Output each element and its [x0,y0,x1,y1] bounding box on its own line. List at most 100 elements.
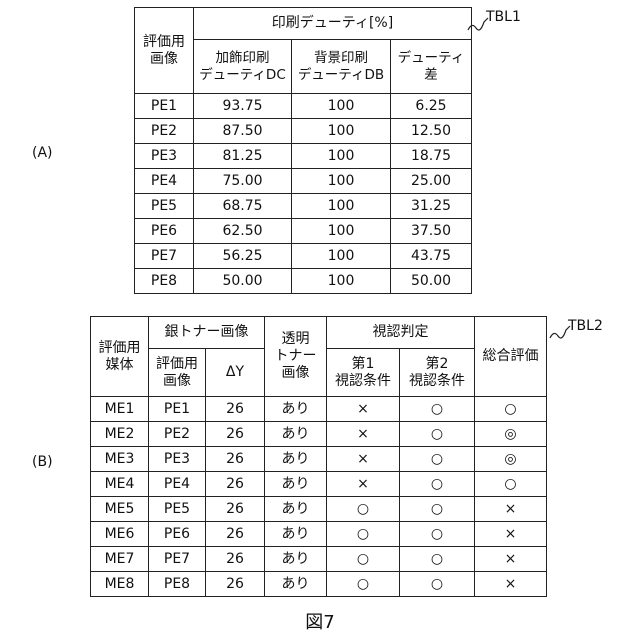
cell-second-condition: ○ [400,472,475,497]
cell-first-condition: ○ [327,572,400,597]
cell-duty-difference: 43.75 [391,244,472,269]
table-row: ME1PE126あり×○○ [91,397,547,422]
header-evaluation-image: 評価用 画像 [135,8,194,94]
table-row: PE475.0010025.00 [135,169,472,194]
cell-evaluation-image: PE2 [149,422,206,447]
table-row: ME4PE426あり×○○ [91,472,547,497]
cell-duty-difference: 37.50 [391,219,472,244]
table-row: ME3PE326あり×○◎ [91,447,547,472]
cell-evaluation-image: PE6 [149,522,206,547]
tbl2-reference-label: TBL2 [568,318,603,334]
cell-evaluation-image: PE3 [149,447,206,472]
cell-overall-evaluation: ◎ [475,422,547,447]
cell-evaluation-medium: ME8 [91,572,149,597]
cell-background-duty: 100 [292,194,391,219]
cell-evaluation-image: PE5 [135,194,194,219]
cell-delta-y: 26 [206,447,265,472]
table-row: PE568.7510031.25 [135,194,472,219]
cell-second-condition: ○ [400,522,475,547]
table-row: PE193.751006.25 [135,94,472,119]
cell-background-duty: 100 [292,244,391,269]
header-second-condition: 第2 視認条件 [400,349,475,397]
header-visual-judgment-group: 視認判定 [327,317,475,349]
cell-clear-toner: あり [265,522,327,547]
evaluation-result-table: 評価用 媒体 銀トナー画像 透明 トナー 画像 視認判定 総合評価 評価用 画像… [90,316,547,597]
cell-evaluation-image: PE6 [135,219,194,244]
header-evaluation-medium: 評価用 媒体 [91,317,149,397]
tbl1-reference-label: TBL1 [486,9,521,25]
cell-first-condition: × [327,397,400,422]
cell-decoration-duty: 68.75 [194,194,292,219]
cell-evaluation-image: PE3 [135,144,194,169]
cell-background-duty: 100 [292,119,391,144]
print-duty-table: 評価用 画像 印刷デューティ[%] 加飾印刷 デューティDC 背景印刷 デューテ… [134,7,472,294]
cell-delta-y: 26 [206,497,265,522]
cell-first-condition: ○ [327,497,400,522]
cell-evaluation-image: PE1 [135,94,194,119]
cell-overall-evaluation: ○ [475,472,547,497]
cell-delta-y: 26 [206,397,265,422]
cell-evaluation-medium: ME3 [91,447,149,472]
cell-clear-toner: あり [265,472,327,497]
cell-decoration-duty: 75.00 [194,169,292,194]
cell-second-condition: ○ [400,547,475,572]
table-row: PE287.5010012.50 [135,119,472,144]
cell-first-condition: × [327,447,400,472]
cell-delta-y: 26 [206,472,265,497]
cell-evaluation-medium: ME5 [91,497,149,522]
cell-overall-evaluation: ○ [475,397,547,422]
cell-overall-evaluation: × [475,572,547,597]
cell-duty-difference: 50.00 [391,269,472,294]
cell-delta-y: 26 [206,422,265,447]
cell-background-duty: 100 [292,169,391,194]
section-label-a: (A) [32,145,53,161]
cell-delta-y: 26 [206,572,265,597]
table-row: PE381.2510018.75 [135,144,472,169]
cell-clear-toner: あり [265,397,327,422]
cell-evaluation-image: PE7 [135,244,194,269]
cell-first-condition: ○ [327,547,400,572]
cell-clear-toner: あり [265,422,327,447]
section-label-b: (B) [32,454,53,470]
cell-evaluation-medium: ME7 [91,547,149,572]
cell-second-condition: ○ [400,497,475,522]
cell-evaluation-medium: ME4 [91,472,149,497]
cell-background-duty: 100 [292,94,391,119]
table-row: ME6PE626あり○○× [91,522,547,547]
cell-evaluation-medium: ME6 [91,522,149,547]
header-overall-evaluation: 総合評価 [475,317,547,397]
header-background-duty: 背景印刷 デューティDB [292,40,391,94]
cell-background-duty: 100 [292,219,391,244]
cell-duty-difference: 6.25 [391,94,472,119]
header-clear-toner-image: 透明 トナー 画像 [265,317,327,397]
table-row: ME2PE226あり×○◎ [91,422,547,447]
header-first-condition: 第1 視認条件 [327,349,400,397]
cell-overall-evaluation: ◎ [475,447,547,472]
cell-background-duty: 100 [292,269,391,294]
cell-decoration-duty: 56.25 [194,244,292,269]
cell-decoration-duty: 62.50 [194,219,292,244]
cell-overall-evaluation: × [475,497,547,522]
cell-first-condition: × [327,472,400,497]
cell-decoration-duty: 81.25 [194,144,292,169]
cell-delta-y: 26 [206,547,265,572]
cell-decoration-duty: 50.00 [194,269,292,294]
cell-duty-difference: 25.00 [391,169,472,194]
cell-second-condition: ○ [400,397,475,422]
cell-background-duty: 100 [292,144,391,169]
cell-evaluation-image: PE2 [135,119,194,144]
cell-second-condition: ○ [400,447,475,472]
cell-first-condition: × [327,422,400,447]
header-silver-evaluation-image: 評価用 画像 [149,349,206,397]
cell-clear-toner: あり [265,547,327,572]
cell-duty-difference: 12.50 [391,119,472,144]
table-row: PE662.5010037.50 [135,219,472,244]
table-row: ME7PE726あり○○× [91,547,547,572]
cell-overall-evaluation: × [475,547,547,572]
cell-evaluation-image: PE1 [149,397,206,422]
cell-evaluation-medium: ME2 [91,422,149,447]
cell-clear-toner: あり [265,572,327,597]
cell-second-condition: ○ [400,572,475,597]
cell-delta-y: 26 [206,522,265,547]
cell-evaluation-image: PE8 [149,572,206,597]
